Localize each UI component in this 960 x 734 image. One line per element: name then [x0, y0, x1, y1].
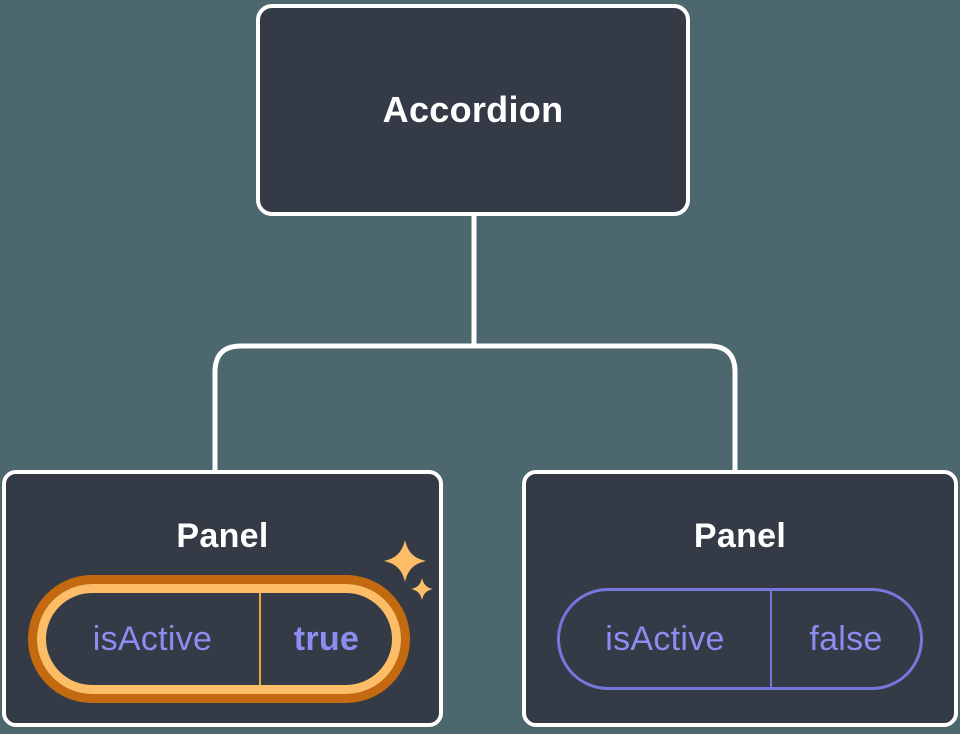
- prop-name: isActive: [605, 619, 725, 658]
- prop-name: isActive: [92, 619, 213, 658]
- connector-branch: [212, 343, 738, 470]
- panel-node-inactive: Panel isActive false: [522, 470, 958, 727]
- accordion-node-label: Accordion: [382, 89, 564, 130]
- prop-pill-inactive: isActive false: [557, 588, 923, 690]
- accordion-node: Accordion: [256, 4, 690, 216]
- prop-pill-active: isActive true: [37, 584, 401, 694]
- panel-node-label: Panel: [693, 517, 787, 555]
- panel-node-label: Panel: [176, 517, 269, 555]
- prop-value: false: [809, 619, 883, 658]
- prop-value: true: [293, 619, 360, 658]
- panel-node-active: Panel isActive true: [2, 470, 443, 727]
- prop-divider: [770, 591, 772, 687]
- prop-divider: [259, 593, 261, 685]
- sparkles-icon: [384, 540, 433, 600]
